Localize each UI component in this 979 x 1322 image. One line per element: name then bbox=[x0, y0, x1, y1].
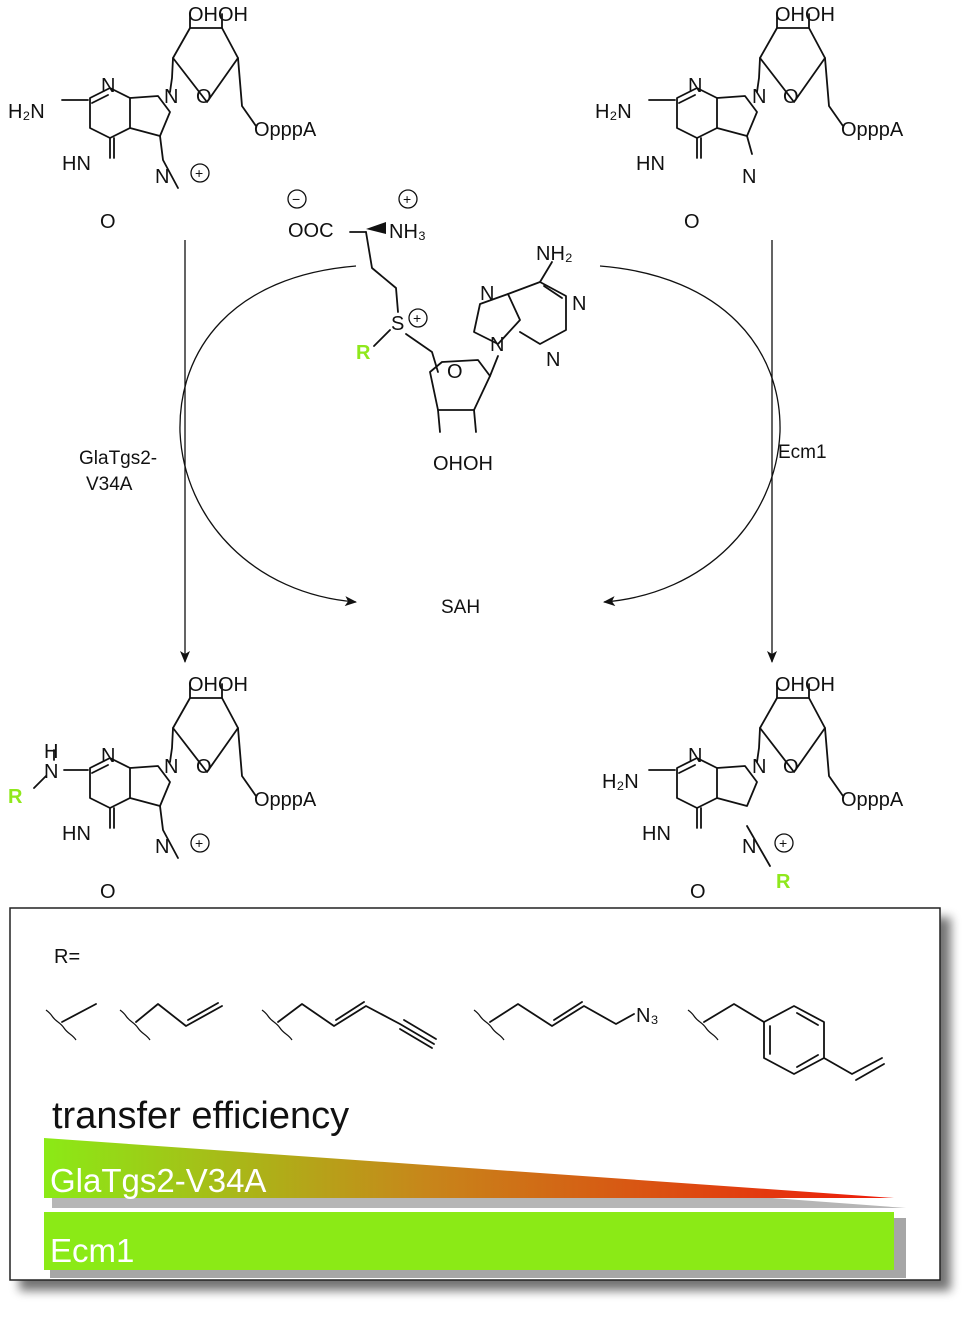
n9-nitrogen: N bbox=[752, 86, 766, 108]
phosphate-chain: OpppA bbox=[841, 119, 904, 141]
carbonyl-oxygen: O bbox=[100, 881, 116, 903]
substituent-azide: N₃ bbox=[473, 1001, 659, 1041]
n9-nitrogen: N bbox=[164, 86, 178, 108]
right-curved-arrow bbox=[599, 265, 781, 607]
reaction-arrows bbox=[179, 240, 781, 663]
phosphate-chain: OpppA bbox=[841, 789, 904, 811]
sulfonium-charge: + bbox=[413, 310, 421, 326]
glatgs2-efficiency-wedge bbox=[44, 1138, 894, 1198]
positive-charge: + bbox=[195, 165, 203, 181]
substituent-methyl bbox=[45, 1003, 97, 1041]
n7-nitrogen: N bbox=[742, 166, 756, 188]
n7-nitrogen: N bbox=[742, 836, 756, 858]
ring-nh: HN bbox=[62, 823, 91, 845]
substituent-enyne bbox=[261, 1001, 437, 1049]
ammonium: NH₃ bbox=[389, 221, 426, 243]
right-enzyme-label: Ecm1 bbox=[778, 442, 827, 463]
n1-nitrogen: N bbox=[572, 293, 586, 315]
ecm1-efficiency-bar bbox=[44, 1212, 894, 1270]
n2-hydrogen: H bbox=[44, 741, 58, 763]
phosphate-chain: OpppA bbox=[254, 789, 317, 811]
n9-nitrogen: N bbox=[752, 756, 766, 778]
ring-nh: HN bbox=[636, 153, 665, 175]
n3-nitrogen: N bbox=[546, 349, 560, 371]
phosphate-chain: OpppA bbox=[254, 119, 317, 141]
ribose-hydroxyls: OHOH bbox=[188, 4, 248, 26]
ribose-hydroxyls: OHOH bbox=[775, 4, 835, 26]
n9-nitrogen: N bbox=[164, 756, 178, 778]
ribose-oxygen: O bbox=[783, 756, 799, 778]
efficiency-title: transfer efficiency bbox=[52, 1095, 349, 1137]
molecule-n2-product-bottom-left: OHOH O OpppA H N R N HN N N + O bbox=[8, 674, 317, 903]
sulfonium: S bbox=[391, 313, 404, 335]
positive-charge: + bbox=[779, 835, 787, 851]
n7-nitrogen: N bbox=[155, 166, 169, 188]
amino-group: H₂N bbox=[8, 101, 45, 123]
substituent-allyl bbox=[119, 1002, 223, 1041]
r-equals-label: R= bbox=[54, 946, 80, 968]
ribose-oxygen: O bbox=[196, 86, 212, 108]
carbonyl-oxygen: O bbox=[684, 211, 700, 233]
r-group: R bbox=[8, 786, 23, 808]
substituent-vinylbenzyl bbox=[687, 1003, 885, 1081]
positive-charge: + bbox=[195, 835, 203, 851]
glatgs2-bar-label: GlaTgs2-V34A bbox=[50, 1162, 266, 1199]
ammonium-charge: + bbox=[403, 191, 411, 207]
carboxylate-charge: − bbox=[292, 191, 300, 207]
n9-nitrogen: N bbox=[490, 334, 504, 356]
r-group: R bbox=[356, 342, 371, 364]
ring-nitrogen: N bbox=[688, 75, 702, 97]
azide-label: N₃ bbox=[636, 1005, 659, 1027]
r-group: R bbox=[776, 871, 791, 893]
n7-nitrogen: N bbox=[155, 836, 169, 858]
ring-nh: HN bbox=[62, 153, 91, 175]
n2-nitrogen: N bbox=[44, 761, 58, 783]
molecule-m7g-cap-top-left: OHOH O OpppA H₂N N HN N N + O bbox=[8, 4, 317, 233]
amino-group: H₂N bbox=[602, 771, 639, 793]
ecm1-bar-label: Ecm1 bbox=[50, 1232, 134, 1269]
ring-nitrogen: N bbox=[688, 745, 702, 767]
ribose-hydroxyls: OHOH bbox=[188, 674, 248, 696]
molecule-n7-product-bottom-right: OHOH O OpppA H₂N N HN N N + R O bbox=[602, 674, 904, 903]
left-curved-arrow bbox=[179, 265, 357, 607]
molecule-g-cap-top-right: OHOH O OpppA H₂N N HN N N O bbox=[595, 4, 904, 233]
molecule-sam-analog: − OOC + NH₃ S + R OHOH O N N N N NH₂ bbox=[287, 189, 586, 475]
ribose-hydroxyls: OHOH bbox=[433, 453, 493, 475]
ribose-oxygen: O bbox=[783, 86, 799, 108]
ribose-oxygen: O bbox=[447, 361, 463, 383]
amine: NH₂ bbox=[536, 243, 573, 265]
byproduct-label: SAH bbox=[441, 597, 480, 618]
left-enzyme-label-2: V34A bbox=[86, 474, 133, 495]
ribose-oxygen: O bbox=[196, 756, 212, 778]
ring-nitrogen: N bbox=[101, 75, 115, 97]
ring-nitrogen: N bbox=[101, 745, 115, 767]
carboxylate: OOC bbox=[288, 220, 334, 242]
ring-nh: HN bbox=[642, 823, 671, 845]
r-group-panel: R= N₃ bbox=[9, 907, 941, 1281]
ribose-hydroxyls: OHOH bbox=[775, 674, 835, 696]
left-enzyme-label-1: GlaTgs2- bbox=[79, 448, 157, 469]
carbonyl-oxygen: O bbox=[690, 881, 706, 903]
amino-group: H₂N bbox=[595, 101, 632, 123]
n7-nitrogen: N bbox=[480, 283, 494, 305]
carbonyl-oxygen: O bbox=[100, 211, 116, 233]
